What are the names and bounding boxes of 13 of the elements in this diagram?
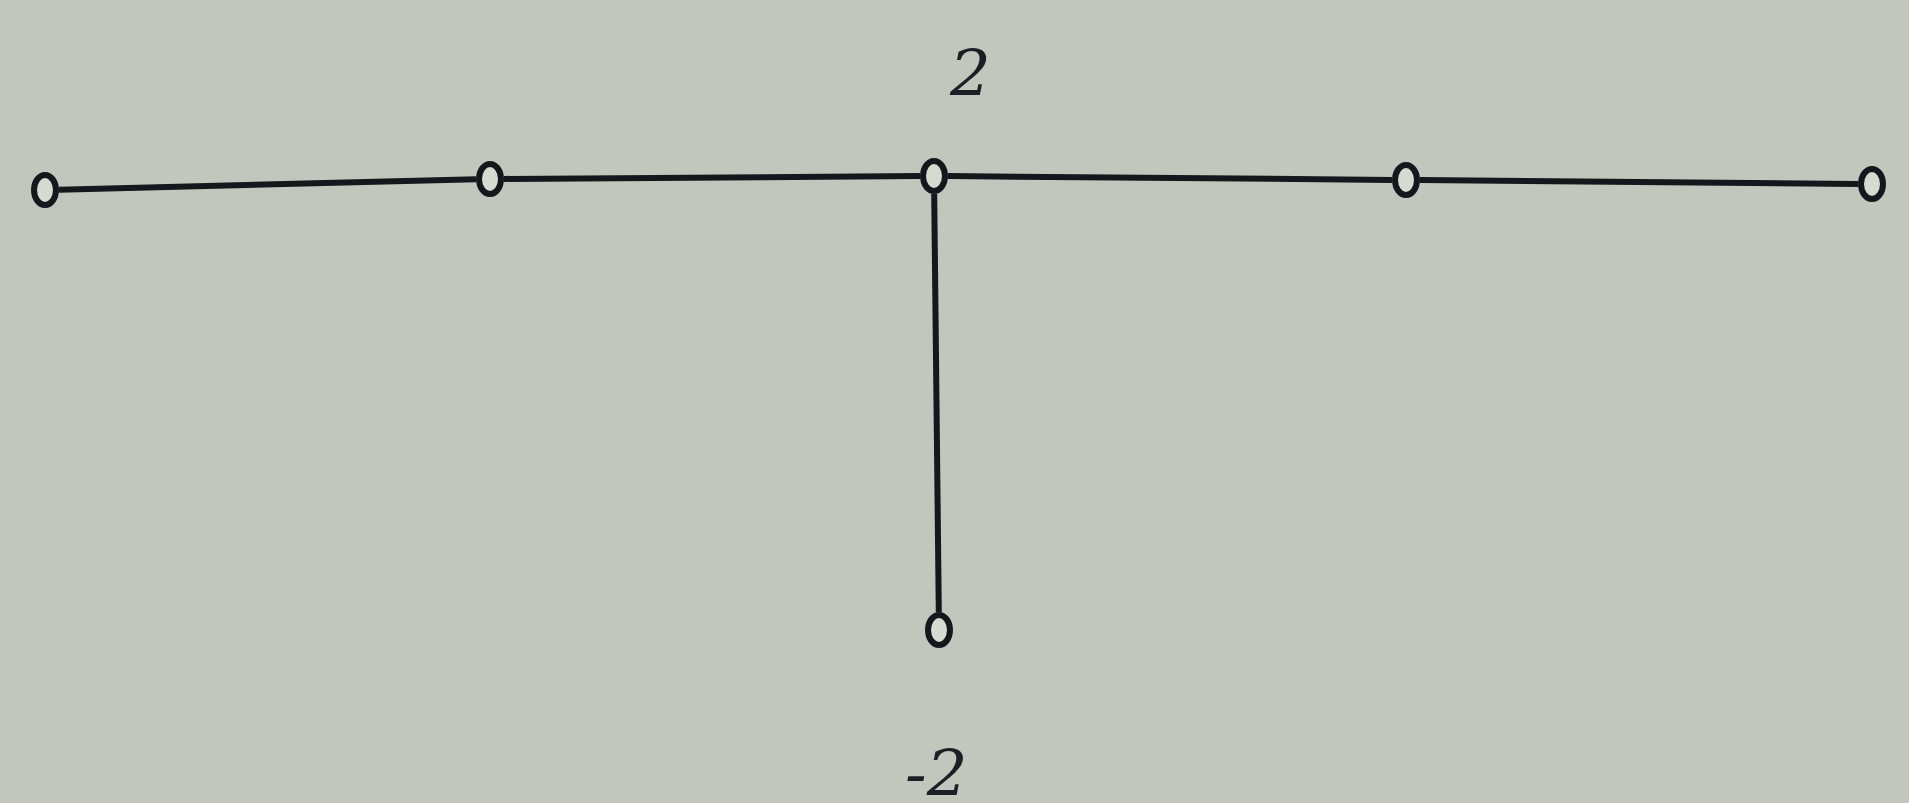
edge-line xyxy=(947,173,1393,183)
edge-line xyxy=(503,173,921,182)
node-circle xyxy=(1391,161,1421,199)
node-circle xyxy=(475,160,505,198)
vertex-weight-label: -2 xyxy=(905,742,968,803)
node-circle xyxy=(30,171,60,209)
node-circle xyxy=(919,157,949,195)
node-circle xyxy=(1857,165,1887,203)
edge-line xyxy=(1419,177,1859,187)
edge-line xyxy=(931,193,942,613)
vertex-weight-label: 2 xyxy=(950,42,991,106)
node-circle xyxy=(924,611,954,649)
edge-line xyxy=(58,176,477,193)
